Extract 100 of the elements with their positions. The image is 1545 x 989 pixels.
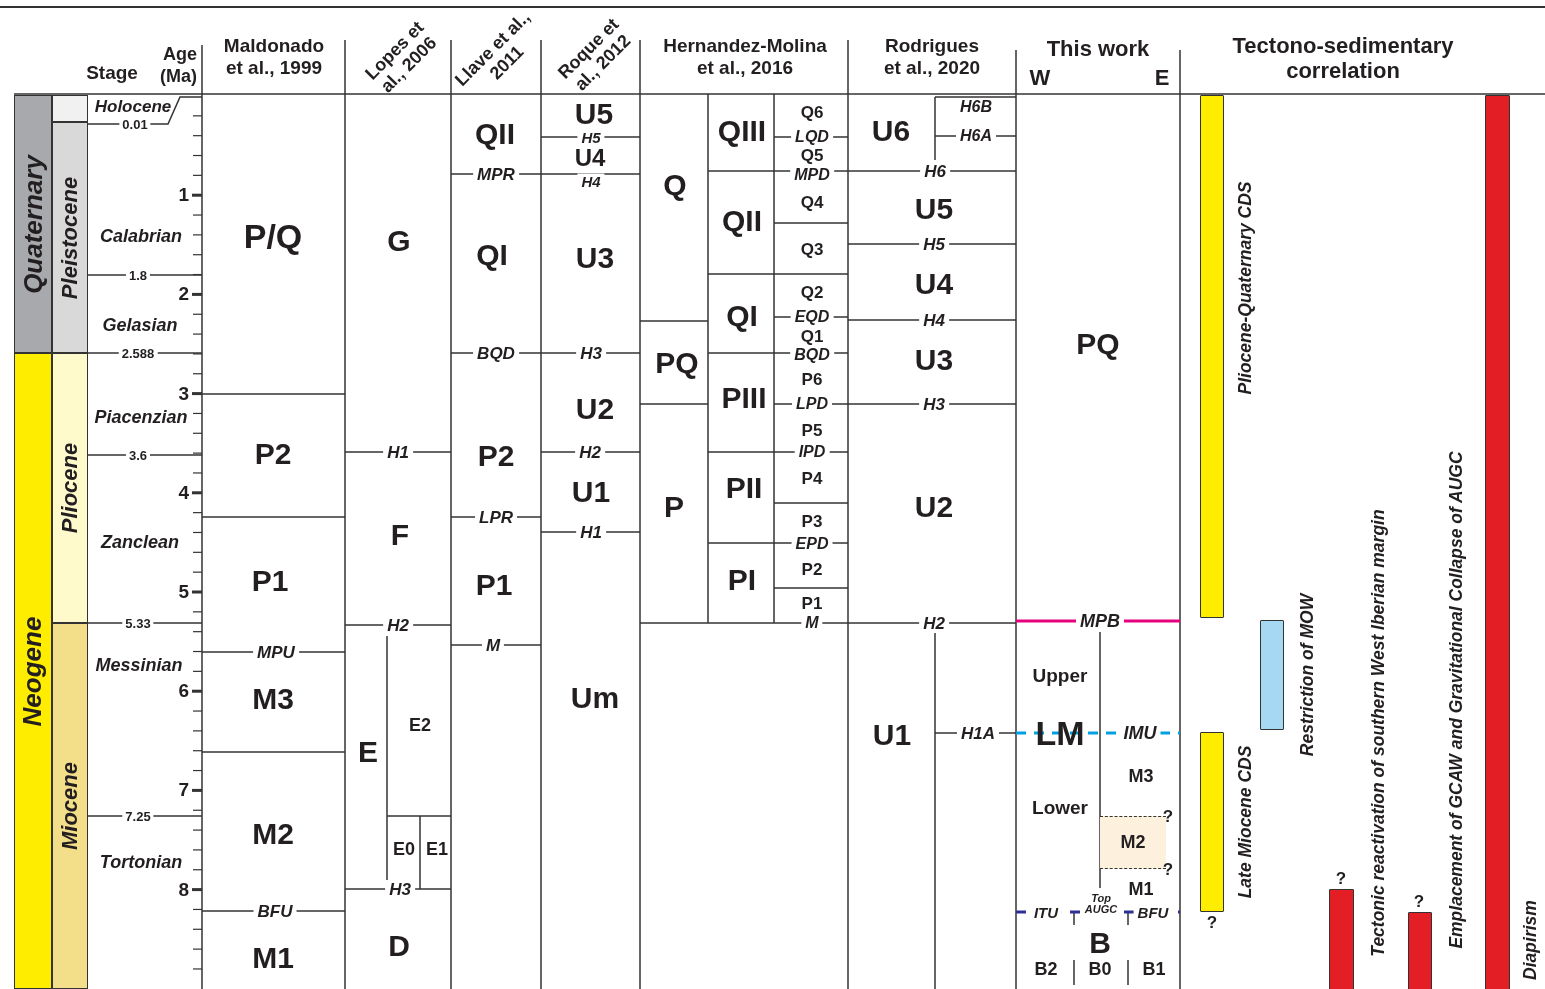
bar-caption: Tectonic reactivation of southern West Iberian margin (1367, 509, 1389, 957)
unit-label: P6 (801, 370, 823, 388)
event-bar (1200, 95, 1224, 618)
unit-label: QI (726, 301, 758, 331)
bar-caption: Restriction of MOW (1296, 593, 1318, 757)
unit-label: QII (475, 119, 515, 149)
unit-label: U4 (914, 269, 954, 299)
unit-label: P1 (475, 570, 513, 600)
unit-label: Q4 (800, 193, 824, 211)
bar-caption: Late Miocene CDS (1234, 745, 1256, 899)
age-tick-label: 1 (178, 184, 189, 207)
column-header: W (1029, 65, 1051, 91)
column-header: Rodrigues et al., 2020 (882, 35, 982, 79)
horizon-label: MPU (253, 643, 299, 661)
unit-label: Q2 (800, 283, 824, 301)
unit-label: PIII (721, 383, 767, 413)
horizon-label: BQD (473, 344, 519, 362)
unit-label: PQ (1076, 329, 1120, 359)
horizon-label: H1 (383, 443, 413, 461)
age-tick-label: 2 (178, 283, 189, 306)
column-header: E (1154, 65, 1170, 91)
horizon-label: H1 (576, 523, 606, 541)
unit-label: LM (1035, 716, 1085, 750)
unit-label: U6 (871, 116, 911, 146)
stage-name: Calabrian (100, 225, 182, 247)
unit-label: G (387, 226, 411, 256)
question-mark: ? (1162, 807, 1174, 825)
unit-label: P1 (251, 566, 289, 596)
unit-label: P (664, 492, 684, 522)
stage-name: Messinian (95, 654, 183, 676)
horizon-label: H5 (919, 235, 949, 253)
horizon-label: M (801, 615, 823, 631)
horizon-label: LQD (791, 129, 833, 145)
horizon-label: H2 (919, 614, 949, 632)
unit-label: M3 (1128, 767, 1154, 785)
horizon-label: EPD (791, 536, 833, 552)
column-header: Hernandez-Molina et al., 2016 (662, 35, 828, 79)
unit-label: Q6 (800, 103, 824, 121)
period-band (14, 353, 52, 989)
unit-label: PII (725, 473, 763, 503)
unit-label: U2 (575, 394, 615, 424)
age-tick-label: 6 (178, 680, 189, 703)
column-header: Maldonado et al., 1999 (222, 35, 326, 79)
horizon-label: H2 (383, 616, 413, 634)
epoch-name: Pliocene (57, 442, 83, 534)
unit-label: B2 (1034, 960, 1058, 978)
bar-caption: Emplacement of GCAW and Gravitational Collapse of AUGC (1445, 451, 1467, 949)
unit-label: U5 (574, 99, 614, 129)
horizon-label: MPR (473, 165, 519, 183)
event-bar (1329, 889, 1354, 989)
unit-label: M3 (252, 684, 294, 714)
unit-label: U2 (914, 492, 954, 522)
unit-label: P3 (801, 512, 823, 530)
horizon-label: H6A (956, 128, 996, 144)
horizon-label: H4 (577, 173, 605, 189)
horizon-label: H3 (576, 344, 606, 362)
age-tick-label: 4 (178, 481, 189, 504)
question-mark: ? (1162, 860, 1174, 878)
event-bar (1200, 732, 1224, 912)
age-tick-label: 8 (178, 878, 189, 901)
unit-label: M1 (252, 943, 294, 973)
horizon-label: Top AUGC (1081, 893, 1121, 915)
horizon-label: H3 (385, 880, 415, 898)
age-tick-label: 3 (178, 382, 189, 405)
unit-label: M2 (252, 819, 294, 849)
epoch-name: Miocene (57, 762, 83, 850)
unit-label: P5 (801, 421, 823, 439)
horizon-label: EQD (790, 309, 834, 325)
unit-label: P2 (477, 441, 515, 471)
unit-label: P4 (801, 469, 823, 487)
horizon-label: LPD (792, 396, 832, 412)
column-header: Stage (86, 62, 138, 84)
unit-label: E2 (409, 716, 431, 734)
period-name: Quaternary (17, 154, 49, 294)
event-bar (1485, 95, 1510, 989)
question-mark: ? (1206, 913, 1218, 931)
unit-label: U4 (574, 146, 606, 170)
epoch-name: Pleistocene (57, 176, 83, 299)
unit-label: B (1089, 928, 1111, 958)
question-mark: ? (1335, 869, 1347, 887)
stage-name: Zanclean (101, 531, 179, 553)
bar-caption: Diapirism (1519, 900, 1541, 980)
unit-label: QI (476, 240, 508, 270)
unit-label: Upper (1032, 665, 1088, 685)
unit-label: E0 (393, 840, 415, 858)
horizon-label: MPD (790, 167, 834, 183)
column-header: Tectono-sedimentary correlation (1231, 32, 1455, 84)
horizon-label: LPR (475, 508, 517, 526)
epoch-band (52, 353, 88, 623)
unit-label: B1 (1142, 960, 1166, 978)
bar-caption: Pliocene-Quaternary CDS (1234, 181, 1256, 395)
stage-name: Gelasian (102, 314, 178, 336)
period-name: Neogene (17, 616, 49, 726)
age-tick-label: 5 (178, 581, 189, 603)
unit-label: U1 (872, 720, 912, 750)
unit-label: P2 (801, 560, 823, 578)
unit-label: Lower (1032, 797, 1088, 817)
horizon-label: IPD (794, 444, 830, 460)
horizon-label: MPB (1076, 612, 1124, 630)
unit-label: Q (663, 170, 687, 200)
